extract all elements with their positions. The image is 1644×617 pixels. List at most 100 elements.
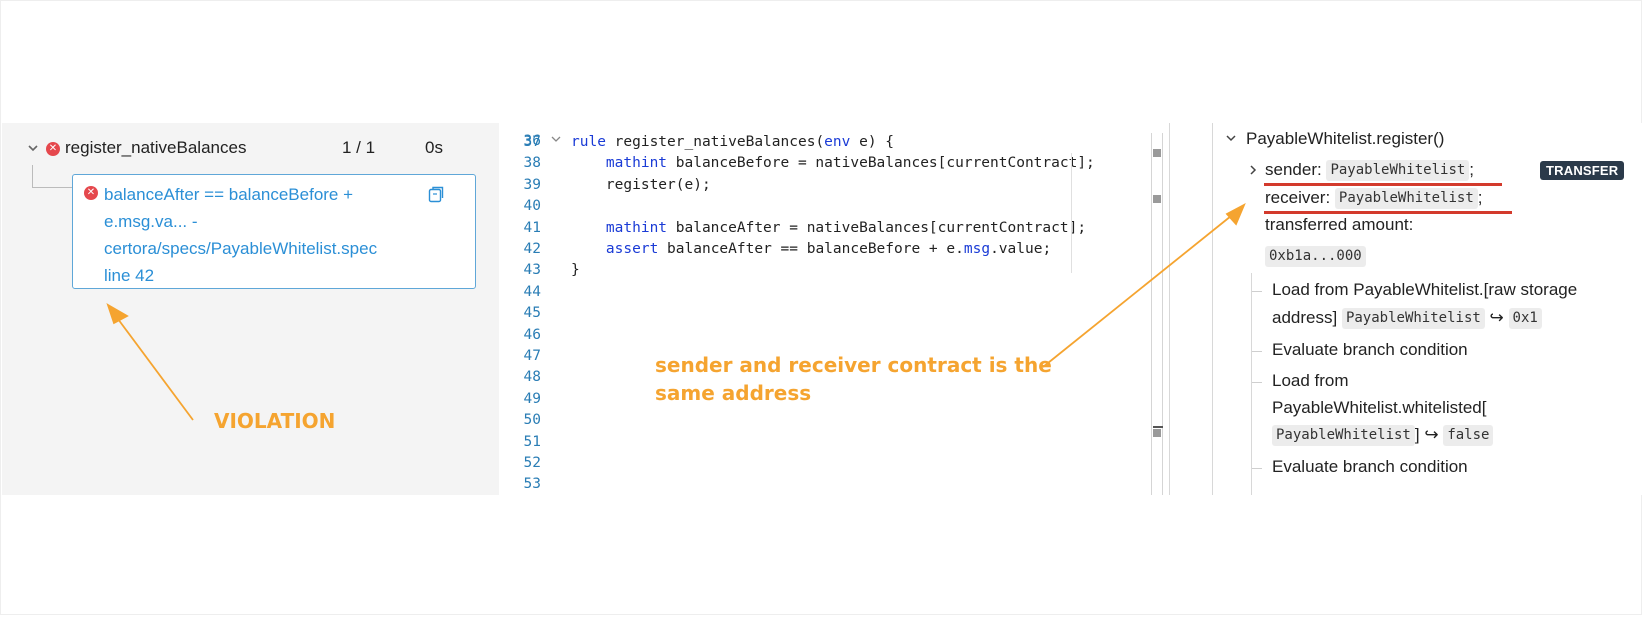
line-number: 41: [523, 219, 541, 236]
sender-value: PayableWhitelist: [1326, 160, 1470, 182]
scroll-marker: [1153, 195, 1161, 203]
scroll-thumb[interactable]: [1153, 426, 1163, 428]
load-storage-row: address] PayableWhitelist ↪ 0x1: [1272, 308, 1542, 330]
highlight-underline: [1264, 211, 1512, 214]
fold-chevron-icon[interactable]: [550, 133, 562, 145]
copy-icon[interactable]: [427, 185, 445, 203]
code-text: register(e);: [571, 175, 711, 196]
receiver-row: receiver: PayableWhitelist;: [1265, 188, 1483, 210]
load-storage-line[interactable]: Load from PayableWhitelist.[raw storage: [1272, 280, 1578, 299]
editor-scrollbar[interactable]: [1151, 133, 1163, 495]
rule-row[interactable]: ✕ register_nativeBalances 1 / 1 0s: [2, 137, 499, 161]
line-number: 43: [523, 262, 541, 279]
semicolon: ;: [1477, 188, 1483, 207]
rule-ratio: 1 / 1: [342, 138, 376, 157]
code-token: [571, 155, 606, 171]
violation-text-line: line 42: [104, 266, 155, 285]
sender-label: sender:: [1265, 160, 1322, 179]
tree-tick: [1252, 382, 1262, 383]
violation-text-line: e.msg.va... -: [104, 212, 198, 231]
code-keyword: msg: [963, 241, 991, 257]
code-keyword: assert: [605, 241, 659, 257]
receiver-value: PayableWhitelist: [1334, 188, 1478, 210]
code-line: 37 rule register_nativeBalances(env e) {: [499, 132, 1164, 153]
code-line: 42 assert balanceAfter == balanceBefore …: [499, 239, 1164, 260]
code-editor[interactable]: 36 37 rule register_nativeBalances(env e)…: [499, 123, 1164, 495]
line-number: 48: [523, 369, 541, 386]
line-number: 51: [523, 433, 541, 450]
violation-link[interactable]: balanceAfter == balanceBefore + e.msg.va…: [104, 181, 404, 289]
line-number: 45: [523, 305, 541, 322]
bracket: ]: [1414, 425, 1420, 444]
code-line: 44: [499, 282, 1164, 303]
chevron-down-icon[interactable]: [26, 141, 40, 155]
code-text: assert balanceAfter == balanceBefore + e…: [571, 239, 1051, 260]
call-title[interactable]: PayableWhitelist.register(): [1246, 129, 1445, 148]
annotation-line: sender and receiver contract is the: [655, 353, 1052, 377]
call-trace-panel: PayableWhitelist.register() sender: Paya…: [1164, 123, 1644, 495]
evaluate-branch[interactable]: Evaluate branch condition: [1272, 340, 1468, 359]
annotation-line: same address: [655, 381, 812, 405]
semicolon: ;: [1469, 160, 1475, 179]
code-text: mathint balanceAfter = nativeBalances[cu…: [571, 218, 1086, 239]
load-storage-key: PayableWhitelist: [1341, 308, 1485, 330]
transfer-badge: TRANSFER: [1540, 161, 1625, 180]
code-line: 39 register(e);: [499, 175, 1164, 196]
code-line: 40: [499, 196, 1164, 217]
code-keyword: mathint: [605, 155, 668, 172]
load-storage-value: 0x1: [1508, 308, 1542, 330]
receiver-label: receiver:: [1265, 188, 1331, 207]
sender-row: sender: PayableWhitelist;: [1265, 160, 1475, 182]
code-token: balanceBefore = nativeBalances[currentCo…: [667, 155, 1095, 172]
code-token: .value;: [990, 241, 1052, 257]
amount-value: 0xb1a...000: [1265, 246, 1366, 268]
same-address-annotation: sender and receiver contract is the same…: [655, 351, 1052, 407]
chevron-down-icon[interactable]: [1225, 132, 1237, 144]
violation-item[interactable]: ✕ balanceAfter == balanceBefore + e.msg.…: [72, 174, 476, 289]
scroll-marker: [1153, 149, 1161, 157]
chevron-right-icon[interactable]: [1247, 164, 1259, 176]
code-token: }: [571, 262, 580, 279]
load-storage-text: address]: [1272, 308, 1338, 327]
line-number: 40: [523, 198, 541, 215]
amount-row: 0xb1a...000: [1265, 246, 1366, 268]
error-icon: ✕: [84, 186, 98, 200]
evaluate-branch[interactable]: Evaluate branch condition: [1272, 457, 1468, 476]
code-line: 41 mathint balanceAfter = nativeBalances…: [499, 218, 1164, 239]
code-token: e) {: [850, 134, 895, 150]
code-line: 53: [499, 474, 1164, 495]
violation-text-line: certora/specs/PayableWhitelist.spec: [104, 239, 378, 258]
code-text: mathint balanceBefore = nativeBalances[c…: [571, 153, 1095, 174]
tree-tick: [1252, 351, 1262, 352]
line-number: 37: [523, 134, 541, 150]
code-line: 52: [499, 453, 1164, 474]
code-keyword: rule: [571, 134, 615, 150]
code-line: 48: [499, 367, 1164, 388]
whitelisted-key: PayableWhitelist: [1272, 425, 1415, 447]
line-number: 46: [523, 326, 541, 343]
return-arrow-icon: ↪: [1424, 425, 1439, 444]
load-whitelisted-line: PayableWhitelist.whitelisted[: [1272, 398, 1487, 417]
amount-label: transferred amount:: [1265, 215, 1414, 234]
code-text: rule register_nativeBalances(env e) {: [571, 132, 894, 153]
load-whitelisted-line[interactable]: Load from: [1272, 371, 1349, 390]
code-keyword: env: [824, 134, 851, 150]
rule-name[interactable]: register_nativeBalances: [65, 138, 247, 157]
code-token: register(e);: [571, 176, 711, 193]
code-line: 49: [499, 389, 1164, 410]
tree-guide: [1212, 123, 1213, 495]
line-number: 47: [523, 348, 541, 364]
load-whitelisted-row: PayableWhitelist] ↪ false: [1272, 425, 1494, 447]
code-line: 51: [499, 432, 1164, 453]
line-number: 39: [523, 176, 541, 193]
code-keyword: mathint: [605, 219, 668, 236]
return-arrow-icon: ↪: [1489, 308, 1504, 327]
tree-connector: [32, 165, 73, 188]
code-text: }: [571, 260, 580, 281]
line-number: 42: [523, 241, 541, 257]
scroll-marker: [1153, 429, 1161, 437]
line-number: 52: [523, 455, 541, 471]
line-number: 36: [523, 133, 541, 149]
code-line: 36: [499, 123, 1164, 149]
code-token: register_nativeBalances(: [614, 134, 825, 150]
